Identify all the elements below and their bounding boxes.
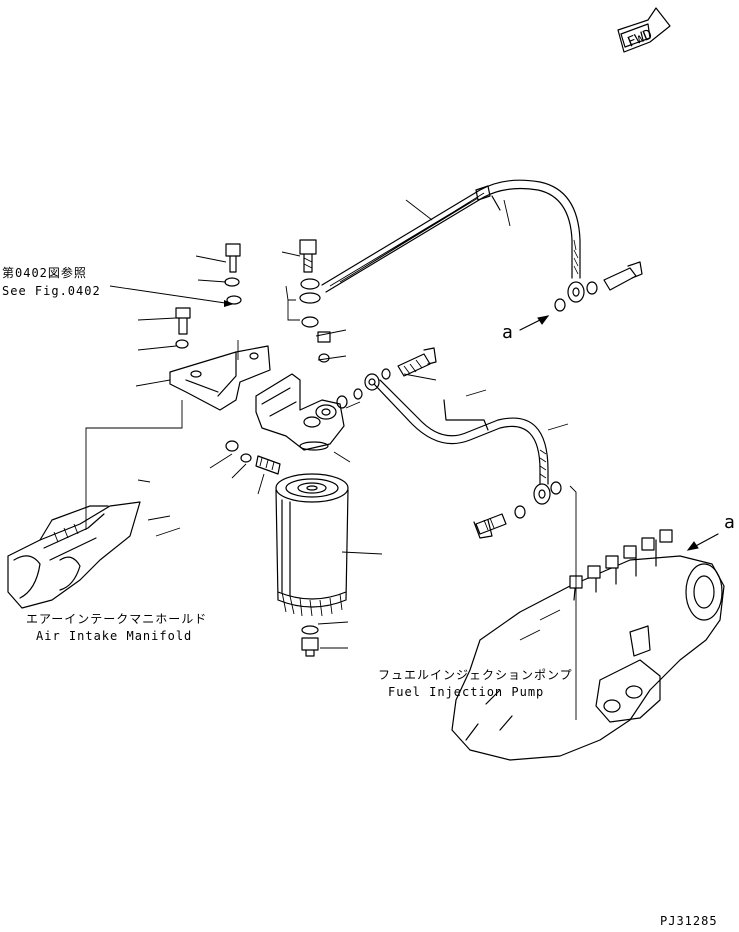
pump-en-label: Fuel Injection Pump xyxy=(388,685,545,699)
fuel-filter-head xyxy=(255,373,348,451)
connector-a-right-label: a xyxy=(724,512,735,533)
connector-arrow-left xyxy=(519,315,550,331)
fig-ref-jp-label: 第0402図参照 xyxy=(2,266,87,280)
mounting-bracket-left xyxy=(169,345,271,411)
fuel-filter-cartridge xyxy=(275,473,349,617)
forward-direction-badge: FWD xyxy=(617,7,671,53)
drain-plug xyxy=(301,625,319,657)
bracket-bolts xyxy=(175,243,242,349)
upper-fuel-pipe xyxy=(321,179,581,293)
fuel-injection-pump xyxy=(451,529,725,761)
filter-head-bolts xyxy=(299,239,331,363)
leader-lines xyxy=(85,199,577,720)
manifold-jp-label: エアーインテークマニホールド xyxy=(26,612,208,626)
lower-fuel-pipe xyxy=(353,347,549,485)
air-intake-manifold xyxy=(7,501,141,609)
pump-jp-label: フュエルインジェクションポンプ xyxy=(378,668,573,682)
lower-pipe-eye-fitting xyxy=(473,481,562,539)
fig-ref-arrow xyxy=(109,285,234,307)
manifold-en-label: Air Intake Manifold xyxy=(36,629,193,643)
filter-mount-bolt xyxy=(225,440,281,475)
connector-arrow-right xyxy=(686,533,719,551)
upper-pipe-eye-fitting xyxy=(554,261,643,312)
fig-ref-en-label: See Fig.0402 xyxy=(2,284,101,298)
drawing-number: PJ31285 xyxy=(660,914,718,928)
connector-a-left-label: a xyxy=(502,322,513,343)
